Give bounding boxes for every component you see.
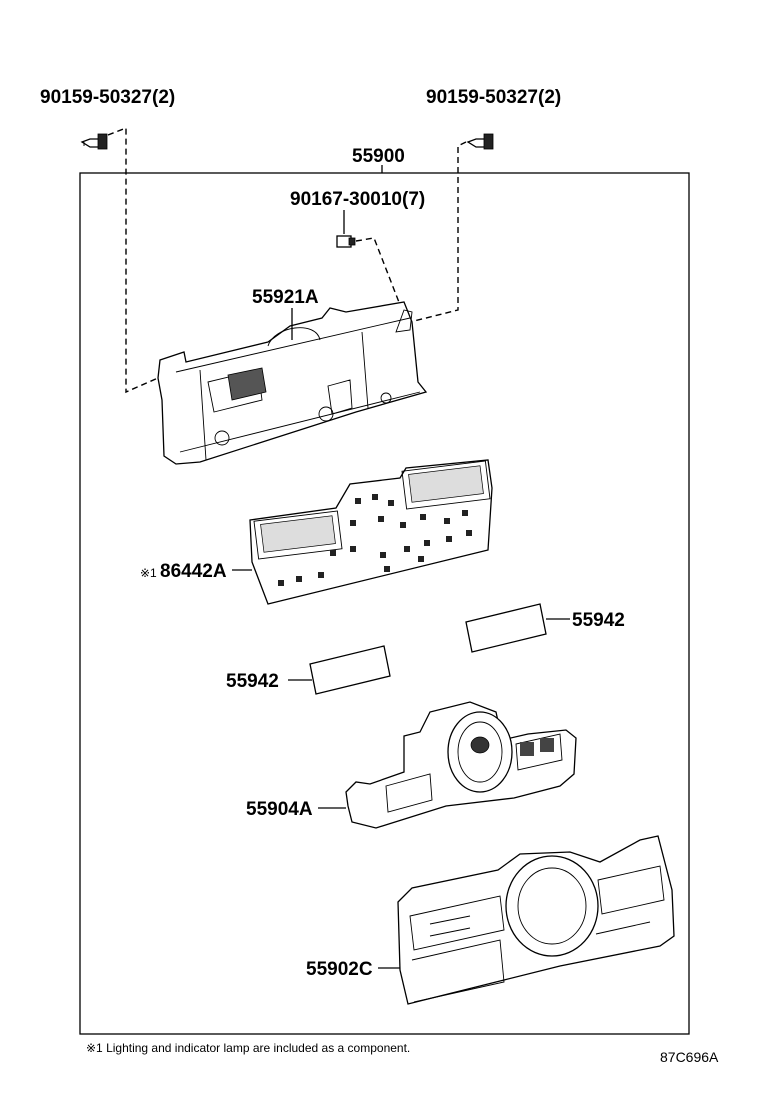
plate-right-part — [465, 603, 570, 653]
label-control-unit: 55904A — [246, 799, 313, 820]
diagram-code: 87C696A — [660, 1049, 719, 1065]
front-panel-part — [378, 835, 675, 1005]
label-bolt-left: 90159-50327(2) — [40, 87, 175, 108]
label-bolt-right: 90159-50327(2) — [426, 87, 561, 108]
screw-icon — [336, 235, 356, 248]
circuit-board-part — [232, 459, 493, 605]
label-assembly: 55900 — [352, 146, 405, 167]
bolt-right-path — [409, 141, 467, 323]
label-housing: 55921A — [252, 287, 319, 308]
footnote: ※1 Lighting and indicator lamp are inclu… — [86, 1041, 410, 1055]
label-board: 86442A — [160, 561, 227, 582]
label-plate-left: 55942 — [226, 671, 279, 692]
bolt-left-path — [107, 126, 159, 394]
label-board-mark: ※1 — [140, 566, 157, 580]
bolt-left-icon — [80, 133, 108, 150]
bolt-right-icon — [466, 133, 494, 150]
housing-part — [157, 301, 428, 465]
label-panel: 55902C — [306, 959, 373, 980]
label-plate-right: 55942 — [572, 610, 625, 631]
plate-left-part — [288, 645, 391, 695]
control-unit-part — [318, 701, 577, 829]
assembly-frame — [79, 172, 690, 1035]
label-screw: 90167-30010(7) — [290, 189, 425, 210]
screw-path — [355, 237, 403, 311]
